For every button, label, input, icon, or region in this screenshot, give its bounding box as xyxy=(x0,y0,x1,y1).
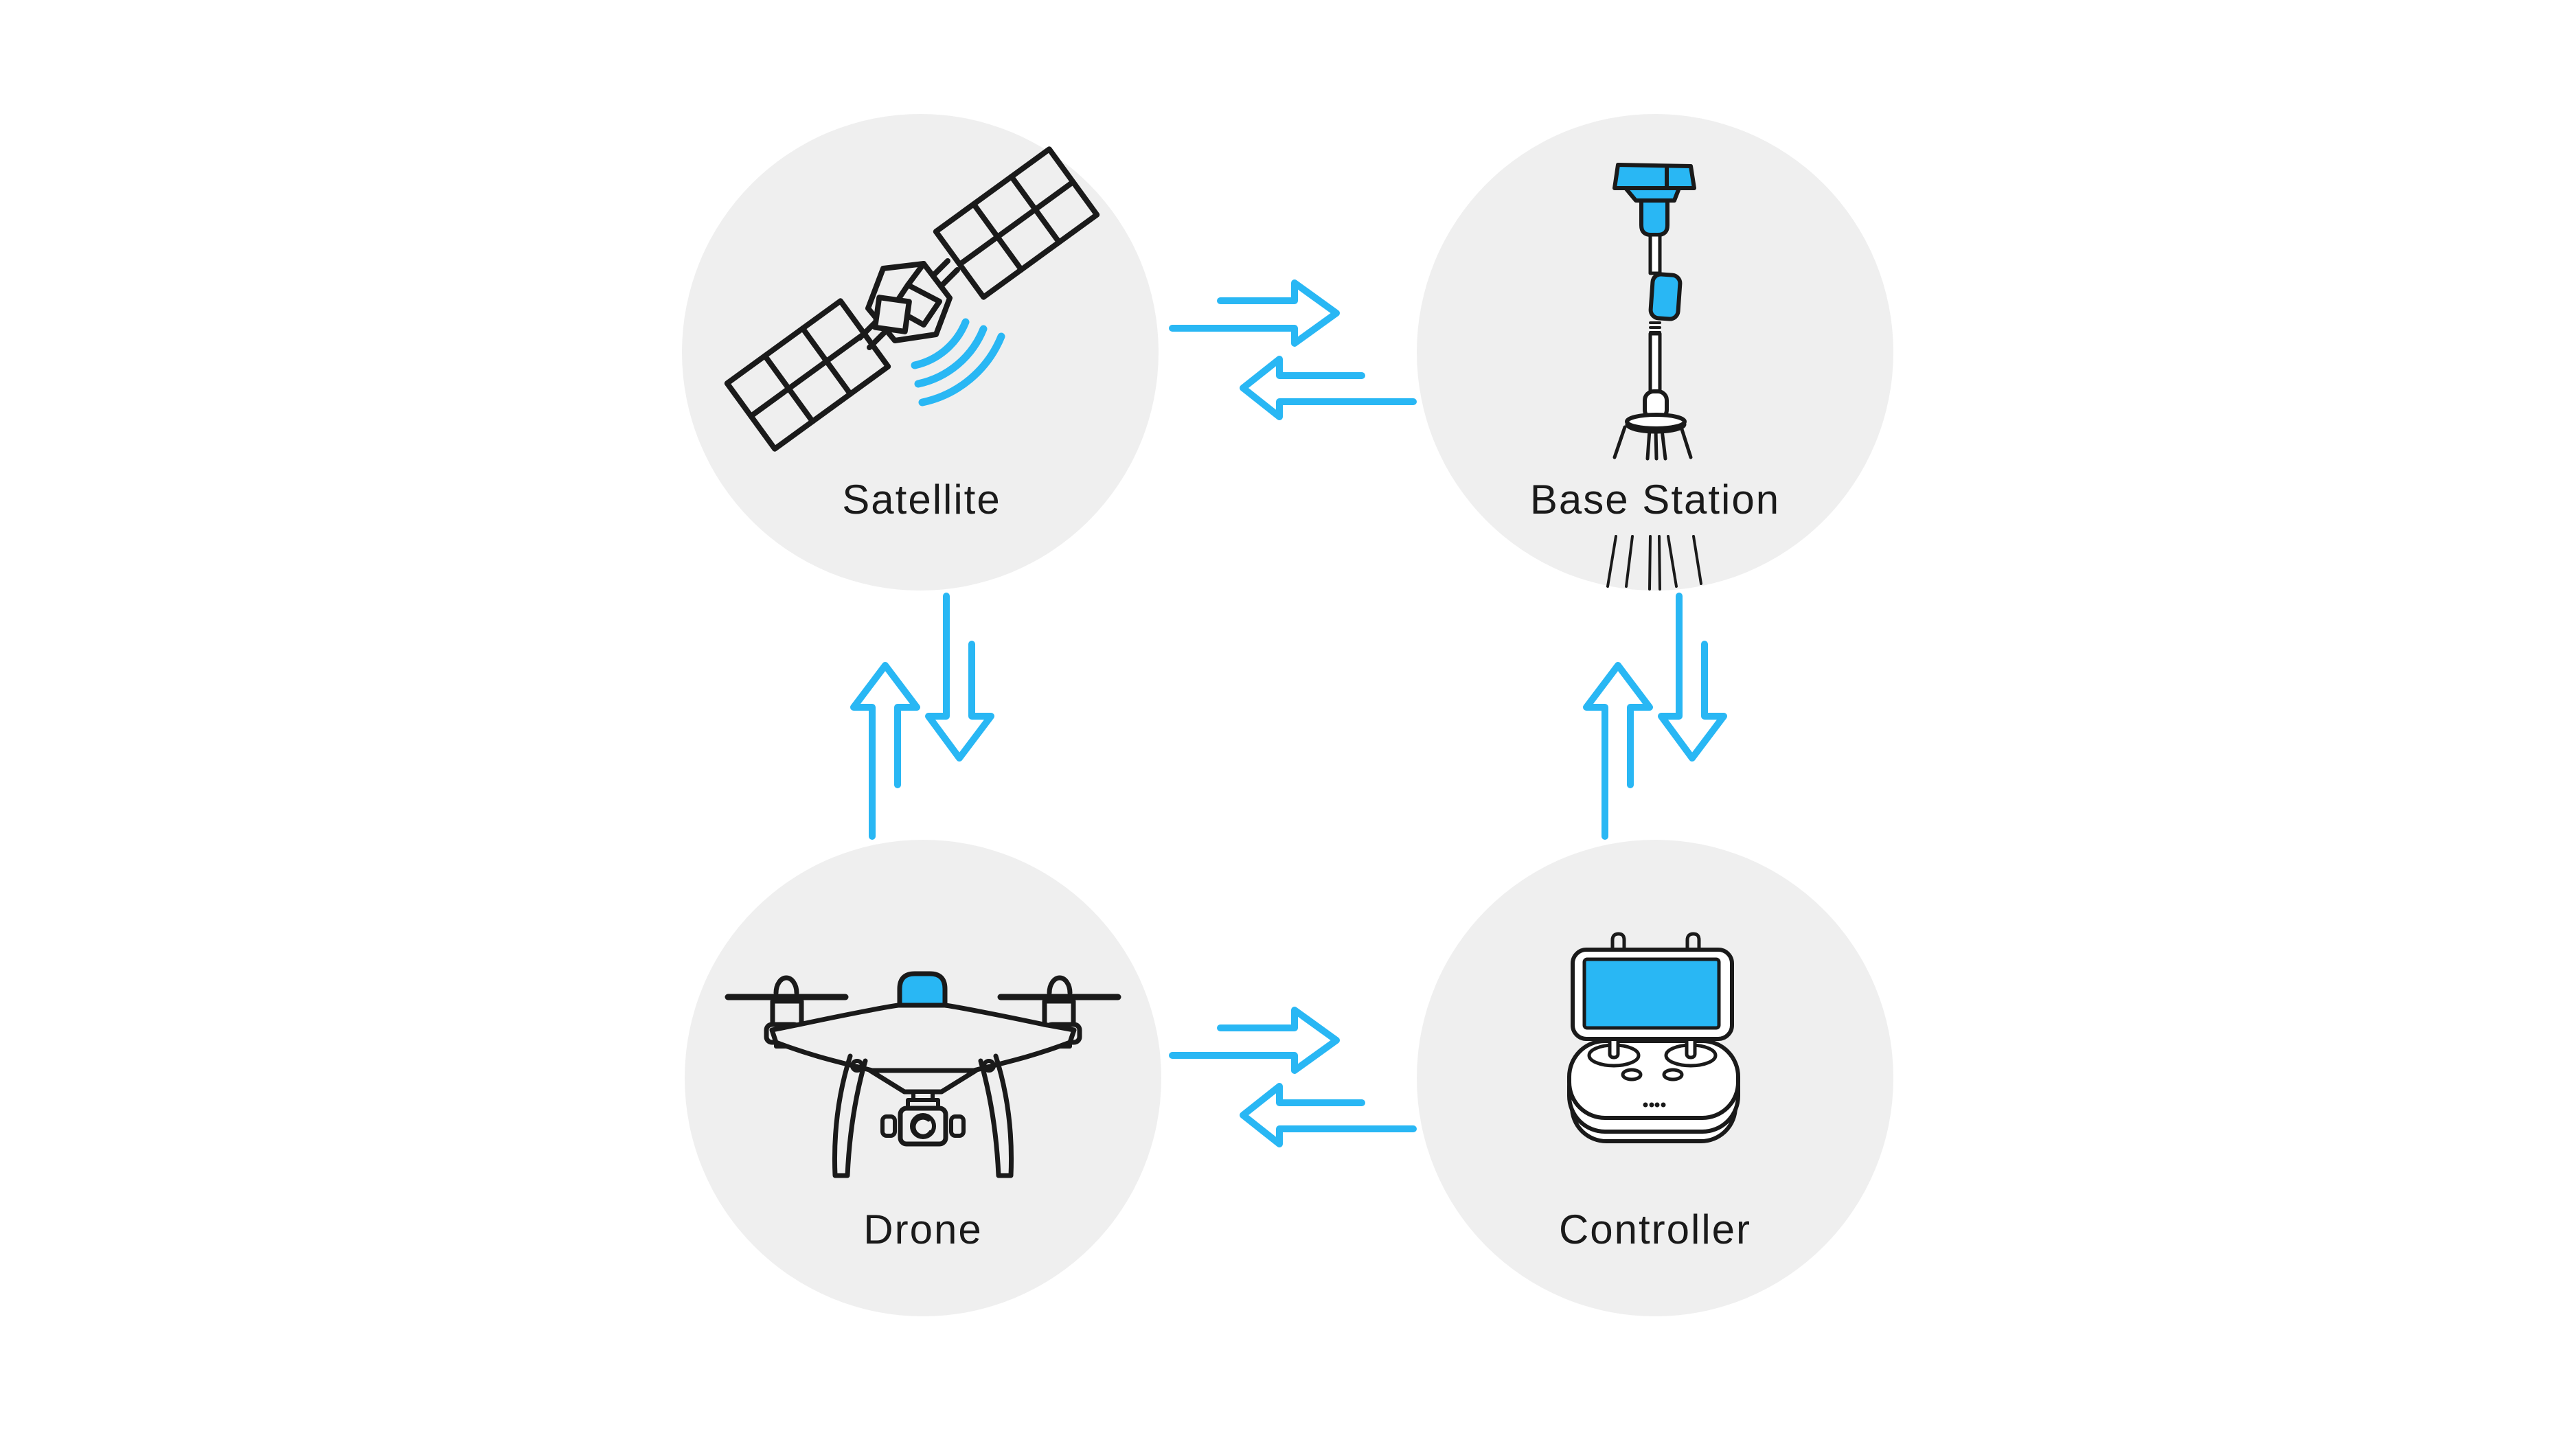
controller-label: Controller xyxy=(1559,1206,1751,1252)
arrow-controller-to-base-up xyxy=(1583,662,1653,840)
arrow-base-to-satellite-left xyxy=(1240,356,1417,420)
arrow-base-to-controller-down xyxy=(1658,593,1727,762)
satellite-label: Satellite xyxy=(842,477,1001,523)
camera-tab-left xyxy=(880,1114,897,1138)
radio-module xyxy=(1648,272,1683,321)
arrow-controller-to-drone-left xyxy=(1240,1083,1417,1147)
node-base-station: Base Station xyxy=(1417,114,1893,591)
base-station-label: Base Station xyxy=(1530,477,1780,523)
landing-leg-left xyxy=(832,1053,868,1178)
solar-panel-right xyxy=(933,146,1100,300)
button-left xyxy=(1621,1068,1643,1081)
pole-lower xyxy=(1648,332,1662,395)
pole-upper xyxy=(1648,233,1662,275)
signal-waves-icon xyxy=(911,318,1005,407)
drone-circle xyxy=(685,840,1161,1316)
link-satellite-drone xyxy=(850,593,994,840)
satellite-circle xyxy=(682,114,1159,591)
gps-dome xyxy=(897,971,948,1008)
screen xyxy=(1582,957,1721,1030)
drone-label: Drone xyxy=(863,1206,982,1252)
antenna-left xyxy=(1610,932,1626,952)
node-drone: Drone xyxy=(685,840,1161,1316)
arrow-satellite-to-base-right xyxy=(1169,279,1340,347)
camera-body xyxy=(898,1106,948,1147)
arrow-drone-to-controller-right xyxy=(1169,1007,1340,1074)
motor-dome-left xyxy=(773,975,799,996)
satellite-icon xyxy=(724,146,1100,452)
link-base-station-controller xyxy=(1583,593,1727,840)
arrow-satellite-to-drone-down xyxy=(925,593,994,762)
tripod-legs-lower xyxy=(1606,535,1702,591)
link-drone-controller xyxy=(1169,1007,1417,1147)
controller-icon xyxy=(1567,932,1740,1143)
node-satellite: Satellite xyxy=(682,114,1159,591)
arrow-drone-to-satellite-up xyxy=(850,662,920,840)
drone-fuselage xyxy=(769,1003,1077,1073)
node-controller: Controller xyxy=(1417,840,1893,1316)
satellite-body xyxy=(865,261,953,343)
camera-lens-detail xyxy=(912,1116,933,1138)
landing-leg-right xyxy=(978,1053,1014,1178)
link-satellite-base-station xyxy=(1169,279,1417,420)
tripod-legs xyxy=(1612,425,1693,461)
motor-dome-right xyxy=(1047,975,1073,996)
antenna-right xyxy=(1685,932,1701,952)
speaker-dots xyxy=(1643,1102,1666,1108)
drone-icon xyxy=(725,971,1121,1178)
camera-tab-right xyxy=(949,1114,966,1138)
gnss-antenna-head xyxy=(1612,163,1696,237)
base-station-icon xyxy=(1606,163,1702,591)
button-right xyxy=(1662,1068,1684,1081)
